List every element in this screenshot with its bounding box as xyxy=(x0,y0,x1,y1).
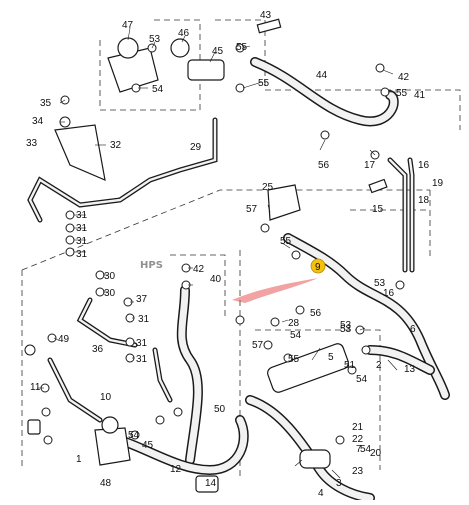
callout-53: 53 xyxy=(149,34,161,45)
callout-31: 31 xyxy=(76,249,88,260)
callout-10: 10 xyxy=(100,392,112,403)
callout-53: 53 xyxy=(374,278,386,289)
part-45-bottom xyxy=(195,475,219,493)
hoses xyxy=(115,57,450,503)
callout-13: 13 xyxy=(404,364,416,375)
callout-56: 56 xyxy=(318,160,330,171)
callout-55: 55 xyxy=(258,78,270,89)
tank-48 xyxy=(94,427,131,466)
callout-15: 15 xyxy=(372,204,384,215)
callout-55: 55 xyxy=(396,88,408,99)
callout-47: 47 xyxy=(122,20,134,31)
watermark-swoosh xyxy=(232,278,318,303)
watermark: HPS xyxy=(140,260,318,303)
callout-16: 16 xyxy=(383,288,395,299)
callout-35: 35 xyxy=(40,98,52,109)
callout-44: 44 xyxy=(316,70,328,81)
callout-45: 45 xyxy=(212,46,224,57)
callout-49: 49 xyxy=(58,334,70,345)
callout-31: 31 xyxy=(136,338,148,349)
callout-55: 55 xyxy=(280,236,292,247)
callout-31: 31 xyxy=(76,223,88,234)
part-46 xyxy=(170,38,190,58)
bracket-32 xyxy=(54,124,106,181)
callout-30: 30 xyxy=(104,288,116,299)
callout-40: 40 xyxy=(210,274,222,285)
callout-3: 3 xyxy=(336,478,342,489)
assembly-outlines xyxy=(21,19,461,480)
callout-20: 20 xyxy=(370,448,382,459)
callout-51: 51 xyxy=(344,360,356,371)
callout-11: 11 xyxy=(30,382,41,393)
callout-43: 43 xyxy=(260,10,272,21)
callout-55: 55 xyxy=(288,354,300,365)
callout-29: 29 xyxy=(190,142,202,153)
callout-9: 9 xyxy=(315,262,321,273)
callout-7: 7 xyxy=(356,444,362,455)
highlight-marker xyxy=(310,258,326,274)
callout-1: 1 xyxy=(76,454,82,465)
callout-53: 53 xyxy=(340,324,352,335)
callout-48: 48 xyxy=(100,478,112,489)
callout-18: 18 xyxy=(418,195,430,206)
callout-32: 32 xyxy=(110,140,122,151)
callout-57: 57 xyxy=(252,340,264,351)
callout-6: 6 xyxy=(410,324,416,335)
callout-56: 56 xyxy=(310,308,322,319)
tank-cap xyxy=(101,416,119,434)
callout-16: 16 xyxy=(418,160,430,171)
callout-41: 41 xyxy=(414,90,426,101)
small-parts xyxy=(24,43,405,445)
callout-54: 54 xyxy=(290,330,302,341)
callout-5: 5 xyxy=(328,352,334,363)
pump-45 xyxy=(187,59,225,81)
callout-12: 12 xyxy=(170,464,182,475)
callout-54: 54 xyxy=(128,430,140,441)
callout-54: 54 xyxy=(356,374,368,385)
part-7 xyxy=(299,449,331,469)
callout-42: 42 xyxy=(398,72,410,83)
watermark-text: HPS xyxy=(140,260,163,271)
callout-42: 42 xyxy=(193,264,205,275)
callout-17: 17 xyxy=(364,160,376,171)
part-12 xyxy=(27,419,41,435)
callout-23: 23 xyxy=(352,466,364,477)
callout-21: 21 xyxy=(352,422,364,433)
callout-28: 28 xyxy=(288,318,300,329)
reservoir-cap xyxy=(117,37,139,59)
part-15 xyxy=(368,178,388,194)
callout-31: 31 xyxy=(136,354,148,365)
callout-37: 37 xyxy=(136,294,148,305)
callout-53: 53 xyxy=(340,320,352,331)
callout-46: 46 xyxy=(178,28,190,39)
leader-lines xyxy=(37,27,398,479)
pump-5 xyxy=(267,343,349,393)
callout-54: 54 xyxy=(360,444,372,455)
callout-31: 31 xyxy=(76,210,88,221)
callout-36: 36 xyxy=(92,344,104,355)
callout-57: 57 xyxy=(246,204,258,215)
callout-54: 54 xyxy=(152,84,164,95)
callout-45: 45 xyxy=(142,440,154,451)
callout-4: 4 xyxy=(318,488,324,499)
callout-25: 25 xyxy=(262,182,274,193)
callout-55: 55 xyxy=(236,42,248,53)
callout-33: 33 xyxy=(26,138,38,149)
callout-2: 2 xyxy=(376,360,382,371)
callout-34: 34 xyxy=(32,116,44,127)
part-43 xyxy=(256,18,282,34)
callout-31: 31 xyxy=(138,314,150,325)
callout-31: 31 xyxy=(76,236,88,247)
callout-30: 30 xyxy=(104,271,116,282)
callout-19: 19 xyxy=(432,178,444,189)
callout-22: 22 xyxy=(352,434,364,445)
callout-50: 50 xyxy=(214,404,226,415)
callout-14: 14 xyxy=(205,478,217,489)
components xyxy=(27,18,388,493)
